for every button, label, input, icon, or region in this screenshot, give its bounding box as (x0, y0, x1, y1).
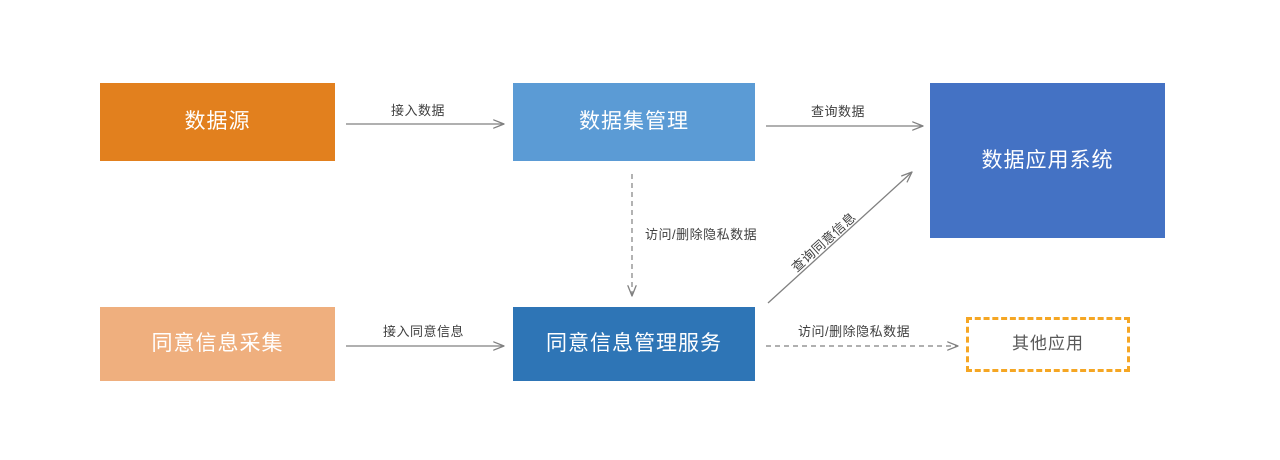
edge-label-query-data: 查询数据 (811, 104, 866, 119)
node-other-applications[interactable]: 其他应用 (966, 317, 1130, 372)
node-label-data-source: 数据源 (184, 110, 251, 134)
edge-label-ingest-consent-info: 接入同意信息 (383, 324, 465, 339)
arrowhead-ingest-consent-info (493, 341, 505, 351)
node-dataset-management[interactable]: 数据集管理 (513, 83, 755, 161)
arrowhead-query-consent-info (901, 171, 913, 183)
edge-label-query-consent-info: 查询同意信息 (788, 209, 859, 275)
node-data-source[interactable]: 数据源 (100, 83, 335, 161)
edge-ingest-data (346, 119, 505, 129)
node-label-other-applications: 其他应用 (1012, 334, 1084, 354)
edge-label-access-delete-private-data-vertical: 访问/删除隐私数据 (645, 227, 758, 242)
edge-access-delete-private-data-horizontal (766, 341, 959, 351)
node-label-data-application-system: 数据应用系统 (981, 148, 1114, 172)
edge-query-data (766, 121, 924, 131)
node-label-dataset-management: 数据集管理 (579, 110, 689, 134)
edge-label-ingest-data: 接入数据 (391, 103, 446, 118)
arrowhead-ingest-data (493, 119, 505, 129)
node-consent-collection[interactable]: 同意信息采集 (100, 307, 335, 381)
arrowhead-access-delete-private-data-horizontal (947, 341, 959, 351)
node-label-consent-management-service: 同意信息管理服务 (546, 332, 722, 356)
edge-access-delete-private-data-vertical (627, 174, 637, 297)
arrowhead-access-delete-private-data-vertical (627, 285, 637, 297)
arrowhead-query-data (912, 121, 924, 131)
node-consent-management-service[interactable]: 同意信息管理服务 (513, 307, 755, 381)
edge-ingest-consent-info (346, 341, 505, 351)
edge-label-access-delete-private-data-horizontal: 访问/删除隐私数据 (798, 324, 911, 339)
node-label-consent-collection: 同意信息采集 (151, 332, 284, 356)
node-data-application-system[interactable]: 数据应用系统 (930, 83, 1165, 238)
